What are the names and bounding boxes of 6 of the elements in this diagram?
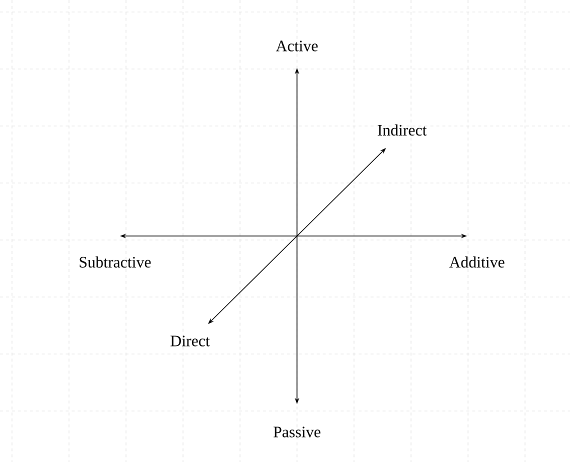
axis-label: Additive <box>449 256 504 268</box>
axis-label: Direct <box>170 336 210 346</box>
axis-label: Subtractive <box>80 256 151 268</box>
axis-label: Active <box>276 40 318 52</box>
axis-label: Indirect <box>378 124 427 136</box>
axis-label: Passive <box>274 426 320 438</box>
